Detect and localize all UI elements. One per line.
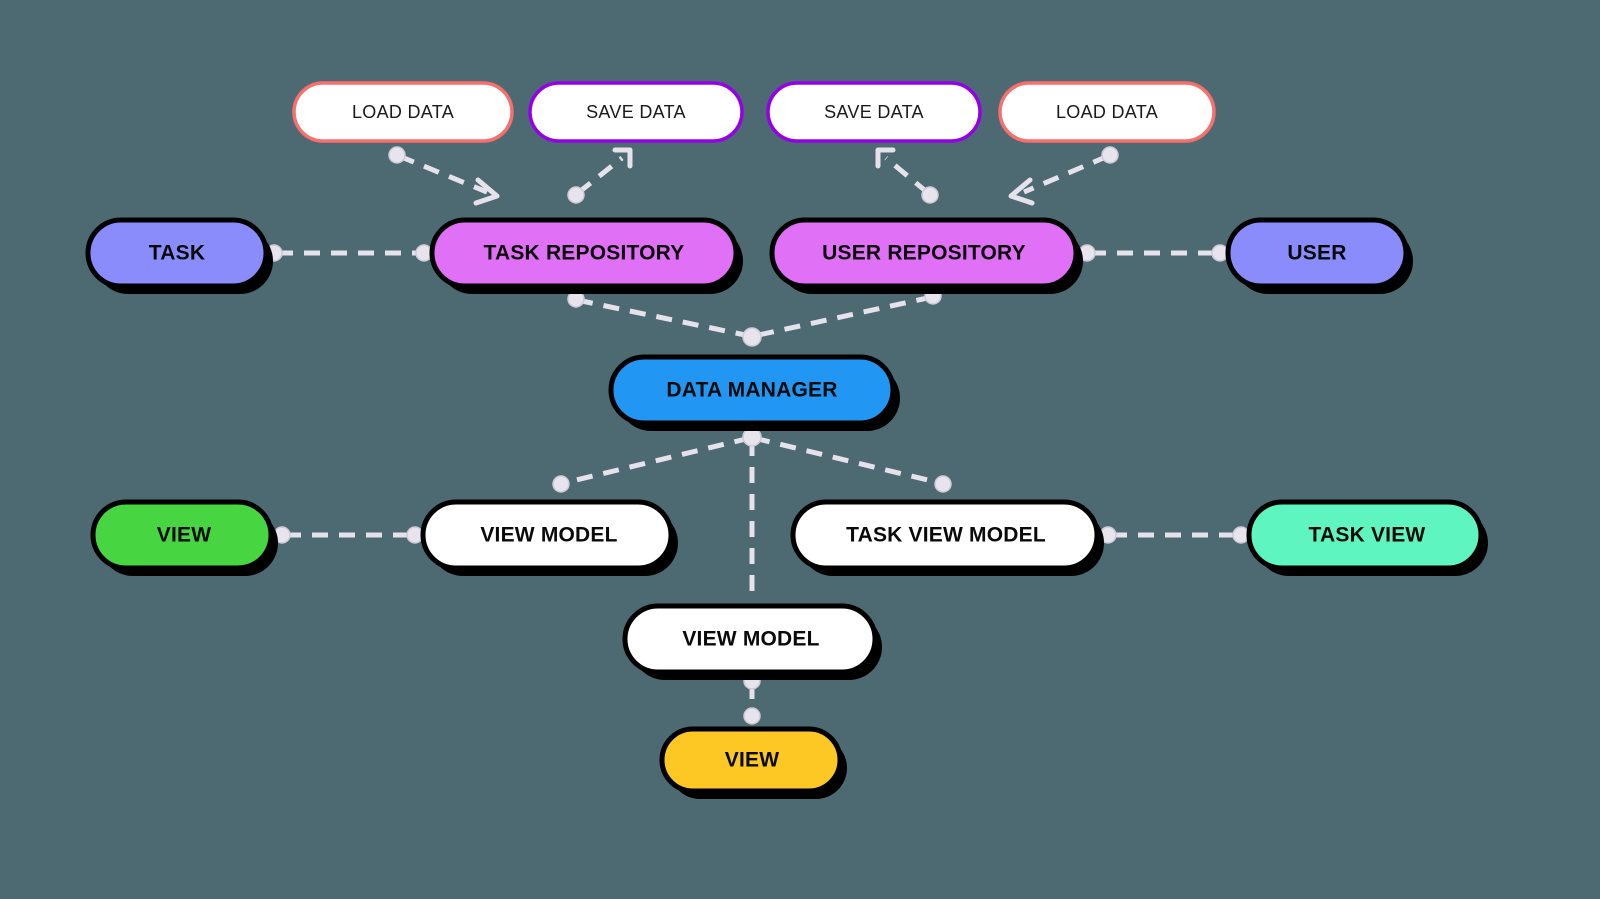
edge-endpoint-dot bbox=[388, 146, 406, 164]
action-pill-outline[interactable] bbox=[998, 81, 1216, 143]
node-view-left[interactable]: VIEW bbox=[90, 499, 278, 576]
edge-endpoint-dot bbox=[921, 186, 939, 204]
node-body[interactable] bbox=[790, 499, 1100, 571]
edge-endpoint-dot bbox=[934, 475, 952, 493]
edge-path bbox=[576, 297, 751, 339]
node-task-view-model[interactable]: TASK VIEW MODEL bbox=[790, 499, 1104, 576]
node-body[interactable] bbox=[659, 726, 843, 794]
node-data-manager[interactable]: DATA MANAGER bbox=[608, 354, 900, 431]
edge-data-manager-to-task-view-model bbox=[753, 435, 952, 493]
node-layer: TASK TASK REPOSITORY USER REPOSITORY USE… bbox=[85, 217, 1488, 799]
node-body[interactable] bbox=[85, 217, 269, 289]
edge-arrowhead bbox=[875, 147, 896, 169]
edge-user-repository-to-data-manager bbox=[742, 287, 942, 347]
node-user[interactable]: USER bbox=[1225, 217, 1413, 294]
node-body[interactable] bbox=[769, 217, 1079, 289]
edge-path bbox=[576, 156, 624, 195]
edge-task-repository-to-save-data-left bbox=[567, 147, 633, 204]
edge-load-data-left-to-task-repository bbox=[388, 146, 500, 206]
edge-endpoint-dot bbox=[567, 186, 585, 204]
action-load-data-left[interactable]: LOAD DATA bbox=[292, 81, 514, 143]
edge-view-model-bottom-to-view-bottom bbox=[743, 672, 761, 725]
node-task-repository[interactable]: TASK REPOSITORY bbox=[429, 217, 743, 294]
edge-arrowhead bbox=[612, 147, 633, 169]
node-user-repository[interactable]: USER REPOSITORY bbox=[769, 217, 1083, 294]
edge-task-to-task-repository bbox=[265, 244, 433, 262]
action-save-data-right[interactable]: SAVE DATA bbox=[766, 81, 982, 143]
node-task-view[interactable]: TASK VIEW bbox=[1246, 499, 1488, 576]
edge-data-manager-to-view-model-left bbox=[552, 435, 751, 493]
node-task[interactable]: TASK bbox=[85, 217, 273, 294]
action-pill-outline[interactable] bbox=[292, 81, 514, 143]
edge-layer: TASK REPOSITORY (arrow) --> SAVE DATA (l… bbox=[265, 146, 1250, 725]
node-body[interactable] bbox=[429, 217, 739, 289]
action-load-data-right[interactable]: LOAD DATA bbox=[998, 81, 1216, 143]
edge-junction-dot bbox=[742, 327, 762, 347]
edge-view-left-to-view-model-left bbox=[273, 526, 424, 544]
edge-task-repository-to-data-manager bbox=[567, 290, 751, 339]
edge-endpoint-dot bbox=[552, 475, 570, 493]
node-body[interactable] bbox=[420, 499, 674, 571]
edge-user-repository-to-user bbox=[1078, 244, 1229, 262]
node-view-model-bottom[interactable]: VIEW MODEL bbox=[622, 603, 882, 680]
node-body[interactable] bbox=[622, 603, 878, 675]
edge-path bbox=[398, 153, 488, 195]
edge-task-view-model-to-task-view bbox=[1099, 526, 1250, 544]
edge-load-data-right-to-user-repository bbox=[1008, 146, 1119, 206]
action-pill-outline[interactable] bbox=[766, 81, 982, 143]
action-save-data-left[interactable]: SAVE DATA bbox=[528, 81, 744, 143]
node-body[interactable] bbox=[90, 499, 274, 571]
edge-path bbox=[1023, 153, 1109, 195]
action-layer: LOAD DATA SAVE DATA SAVE DATA LOAD DATA bbox=[292, 81, 1216, 143]
node-body[interactable] bbox=[1225, 217, 1409, 289]
edge-path bbox=[753, 435, 941, 486]
edge-path bbox=[884, 156, 930, 195]
edge-arrowhead bbox=[473, 177, 500, 206]
edge-user-repository-to-save-data-right bbox=[875, 147, 939, 204]
action-pill-outline[interactable] bbox=[528, 81, 744, 143]
edge-endpoint-dot bbox=[743, 707, 761, 725]
edge-path bbox=[563, 435, 751, 486]
edge-endpoint-dot bbox=[1101, 146, 1119, 164]
edge-data-manager-to-view-model-bottom bbox=[742, 427, 762, 600]
node-view-bottom[interactable]: VIEW bbox=[659, 726, 847, 799]
node-view-model-left[interactable]: VIEW MODEL bbox=[420, 499, 678, 576]
node-body[interactable] bbox=[608, 354, 896, 426]
edge-arrowhead bbox=[1008, 177, 1035, 206]
edge-path bbox=[753, 294, 933, 339]
node-body[interactable] bbox=[1246, 499, 1484, 571]
